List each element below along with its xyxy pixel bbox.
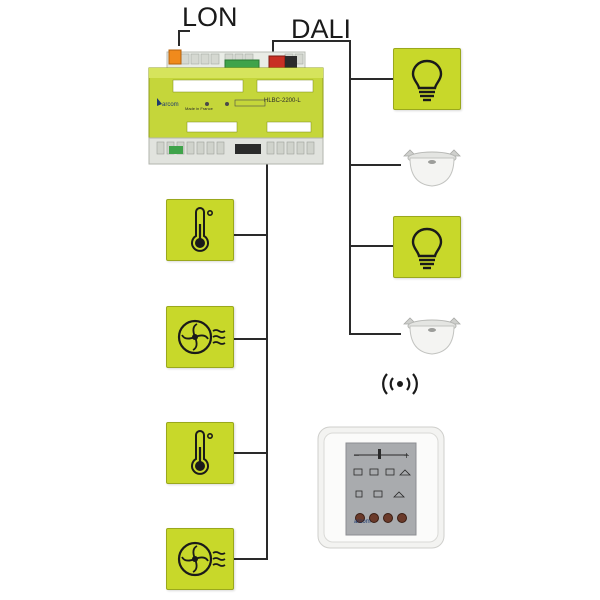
thermometer-icon bbox=[191, 207, 213, 252]
lon-field-wire bbox=[266, 158, 268, 560]
fan-coil-icon bbox=[177, 541, 226, 577]
dali-branch-wire bbox=[349, 78, 393, 80]
lon-branch-wire bbox=[232, 338, 268, 340]
dali-branch-wire bbox=[349, 245, 393, 247]
light-bulb-tile bbox=[393, 48, 461, 110]
svg-text:−: − bbox=[353, 451, 360, 460]
lon-label: LON bbox=[182, 2, 238, 32]
lon-bus-wire bbox=[178, 30, 190, 32]
controller-model-text: HLBC-2200-L bbox=[264, 98, 301, 104]
dali-bus-wire bbox=[272, 40, 274, 54]
room-panel-drawing: − + bbox=[317, 426, 445, 549]
presence-sensor bbox=[400, 310, 464, 363]
lon-branch-wire bbox=[232, 452, 268, 454]
svg-text:+: + bbox=[403, 451, 410, 460]
wireless-icon bbox=[382, 373, 418, 395]
dali-label: DALI bbox=[291, 14, 352, 44]
arcom-logo bbox=[157, 98, 162, 106]
light-bulb-icon bbox=[411, 59, 443, 102]
controller-made-in-text: Made in France bbox=[185, 106, 213, 111]
fan-coil-icon bbox=[177, 319, 226, 355]
dali-bus-wire bbox=[349, 40, 351, 334]
dali-branch-wire bbox=[349, 164, 401, 166]
room-panel-brand-text: arcom bbox=[354, 519, 371, 525]
dali-bus-wire bbox=[272, 40, 350, 42]
controller-drawing bbox=[148, 49, 324, 165]
thermometer-tile bbox=[166, 422, 234, 484]
sensor-icon bbox=[403, 149, 461, 187]
lon-bus-wire bbox=[178, 30, 180, 46]
controller-brand-text: arcom bbox=[162, 102, 179, 108]
dali-branch-wire bbox=[349, 333, 401, 335]
lon-branch-wire bbox=[232, 234, 268, 236]
presence-sensor bbox=[400, 142, 464, 195]
hlbc-controller: HLBC-2200-L Made in France arcom bbox=[147, 38, 325, 166]
light-bulb-icon bbox=[411, 227, 443, 270]
wireless-symbol bbox=[380, 370, 420, 403]
thermometer-tile bbox=[166, 199, 234, 261]
light-bulb-tile bbox=[393, 216, 461, 278]
room-control-panel: − + arcom bbox=[316, 425, 446, 550]
fan-coil-tile bbox=[166, 306, 234, 368]
lon-branch-wire bbox=[232, 558, 268, 560]
panel-buttons bbox=[355, 513, 407, 523]
sensor-icon bbox=[403, 317, 461, 355]
fan-coil-tile bbox=[166, 528, 234, 590]
thermometer-icon bbox=[191, 430, 213, 475]
